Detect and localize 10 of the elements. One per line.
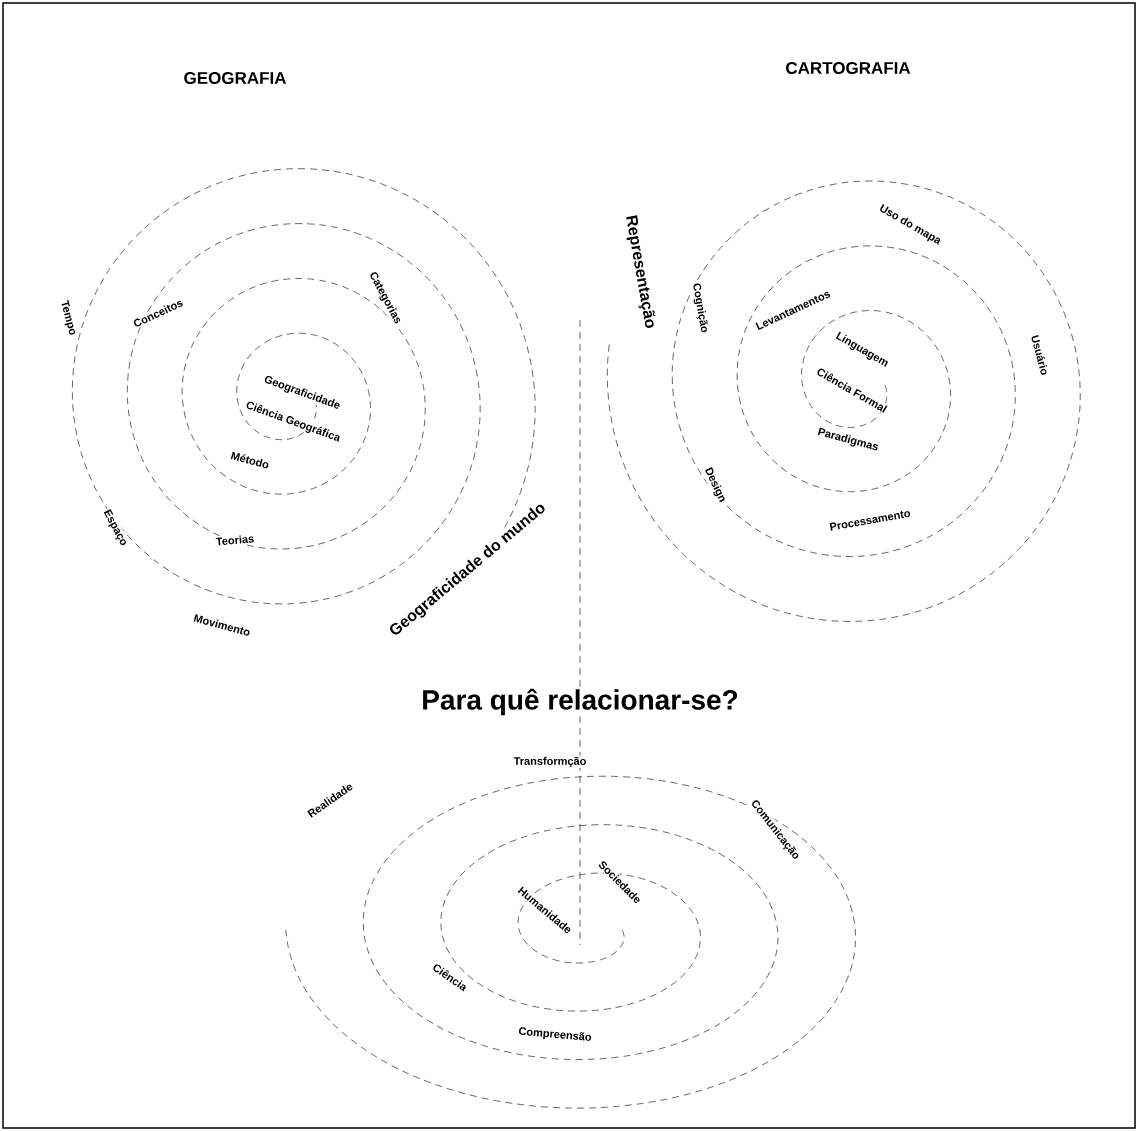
heading: CARTOGRAFIA bbox=[786, 61, 911, 74]
spiral-label: Compreensão bbox=[516, 1025, 594, 1045]
question-heading: Para quê relacionar-se? bbox=[420, 687, 740, 717]
spiral-label: Método bbox=[228, 449, 272, 471]
heading: GEOGRAFIA bbox=[184, 72, 287, 84]
spiral-label: Cognição bbox=[689, 281, 711, 335]
spiral-label: Teorias bbox=[214, 533, 256, 547]
spiral-label: Usuário bbox=[1029, 332, 1051, 378]
spiral-label: Transformção bbox=[512, 755, 588, 769]
spiral-label: Tempo bbox=[57, 298, 79, 338]
